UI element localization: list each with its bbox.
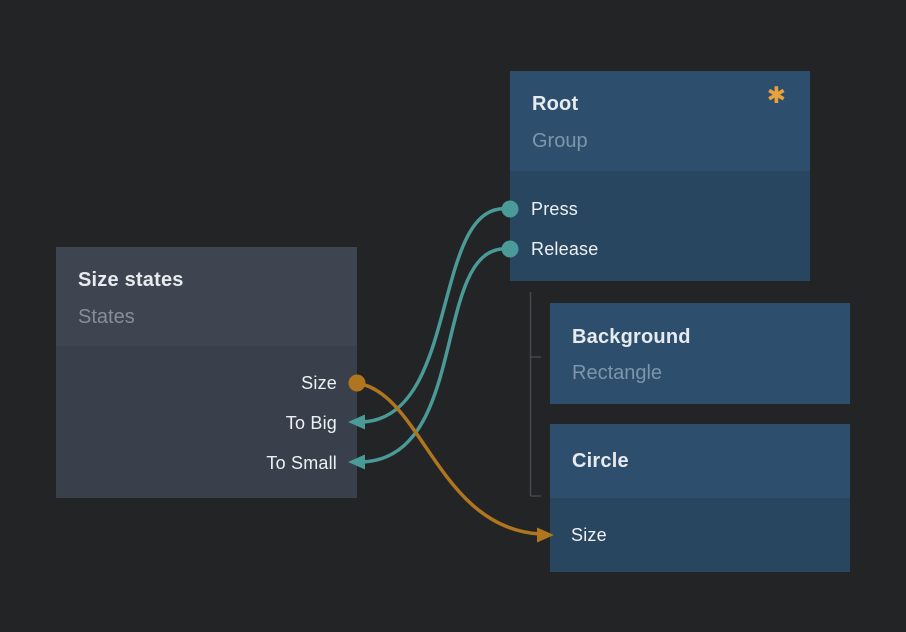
port-size-output[interactable]: Size [56,363,357,403]
node-circle[interactable]: Circle Size [550,424,850,572]
node-ports: Size [550,498,850,572]
port-label: Release [531,238,599,259]
node-subtitle: Rectangle [572,362,663,384]
node-subtitle: States [78,306,135,328]
connection-release-to-small[interactable] [361,247,511,464]
port-to-small-input[interactable]: To Small [56,443,357,483]
port-label: Size [301,372,337,393]
port-label: Press [531,198,579,219]
connection-size-to-circle-size[interactable] [356,381,541,536]
node-ports: Size To Big To Small [56,346,357,498]
port-size-input[interactable]: Size [550,515,850,555]
node-root[interactable]: Root Group ✱ Press Release [510,71,810,281]
node-header: Size states States [56,247,357,346]
node-title: Root [532,93,579,115]
port-label: To Big [285,412,337,433]
node-title: Background [572,326,691,348]
node-header: Circle [550,424,850,498]
port-release-output[interactable]: Release [510,229,810,269]
node-ports: Press Release [510,171,810,281]
node-title: Circle [572,450,629,472]
port-label: To Small [266,452,337,473]
asterisk-icon[interactable]: ✱ [766,82,786,108]
node-header: Background Rectangle [550,303,850,404]
port-press-output[interactable]: Press [510,189,810,229]
node-size-states[interactable]: Size states States Size To Big To Small [56,247,357,498]
node-background[interactable]: Background Rectangle [550,303,850,404]
node-title: Size states [78,269,184,291]
port-label: Size [571,524,607,545]
connection-press-to-big[interactable] [361,207,511,424]
node-header: Root Group ✱ [510,71,810,171]
node-subtitle: Group [532,130,588,152]
port-to-big-input[interactable]: To Big [56,403,357,443]
